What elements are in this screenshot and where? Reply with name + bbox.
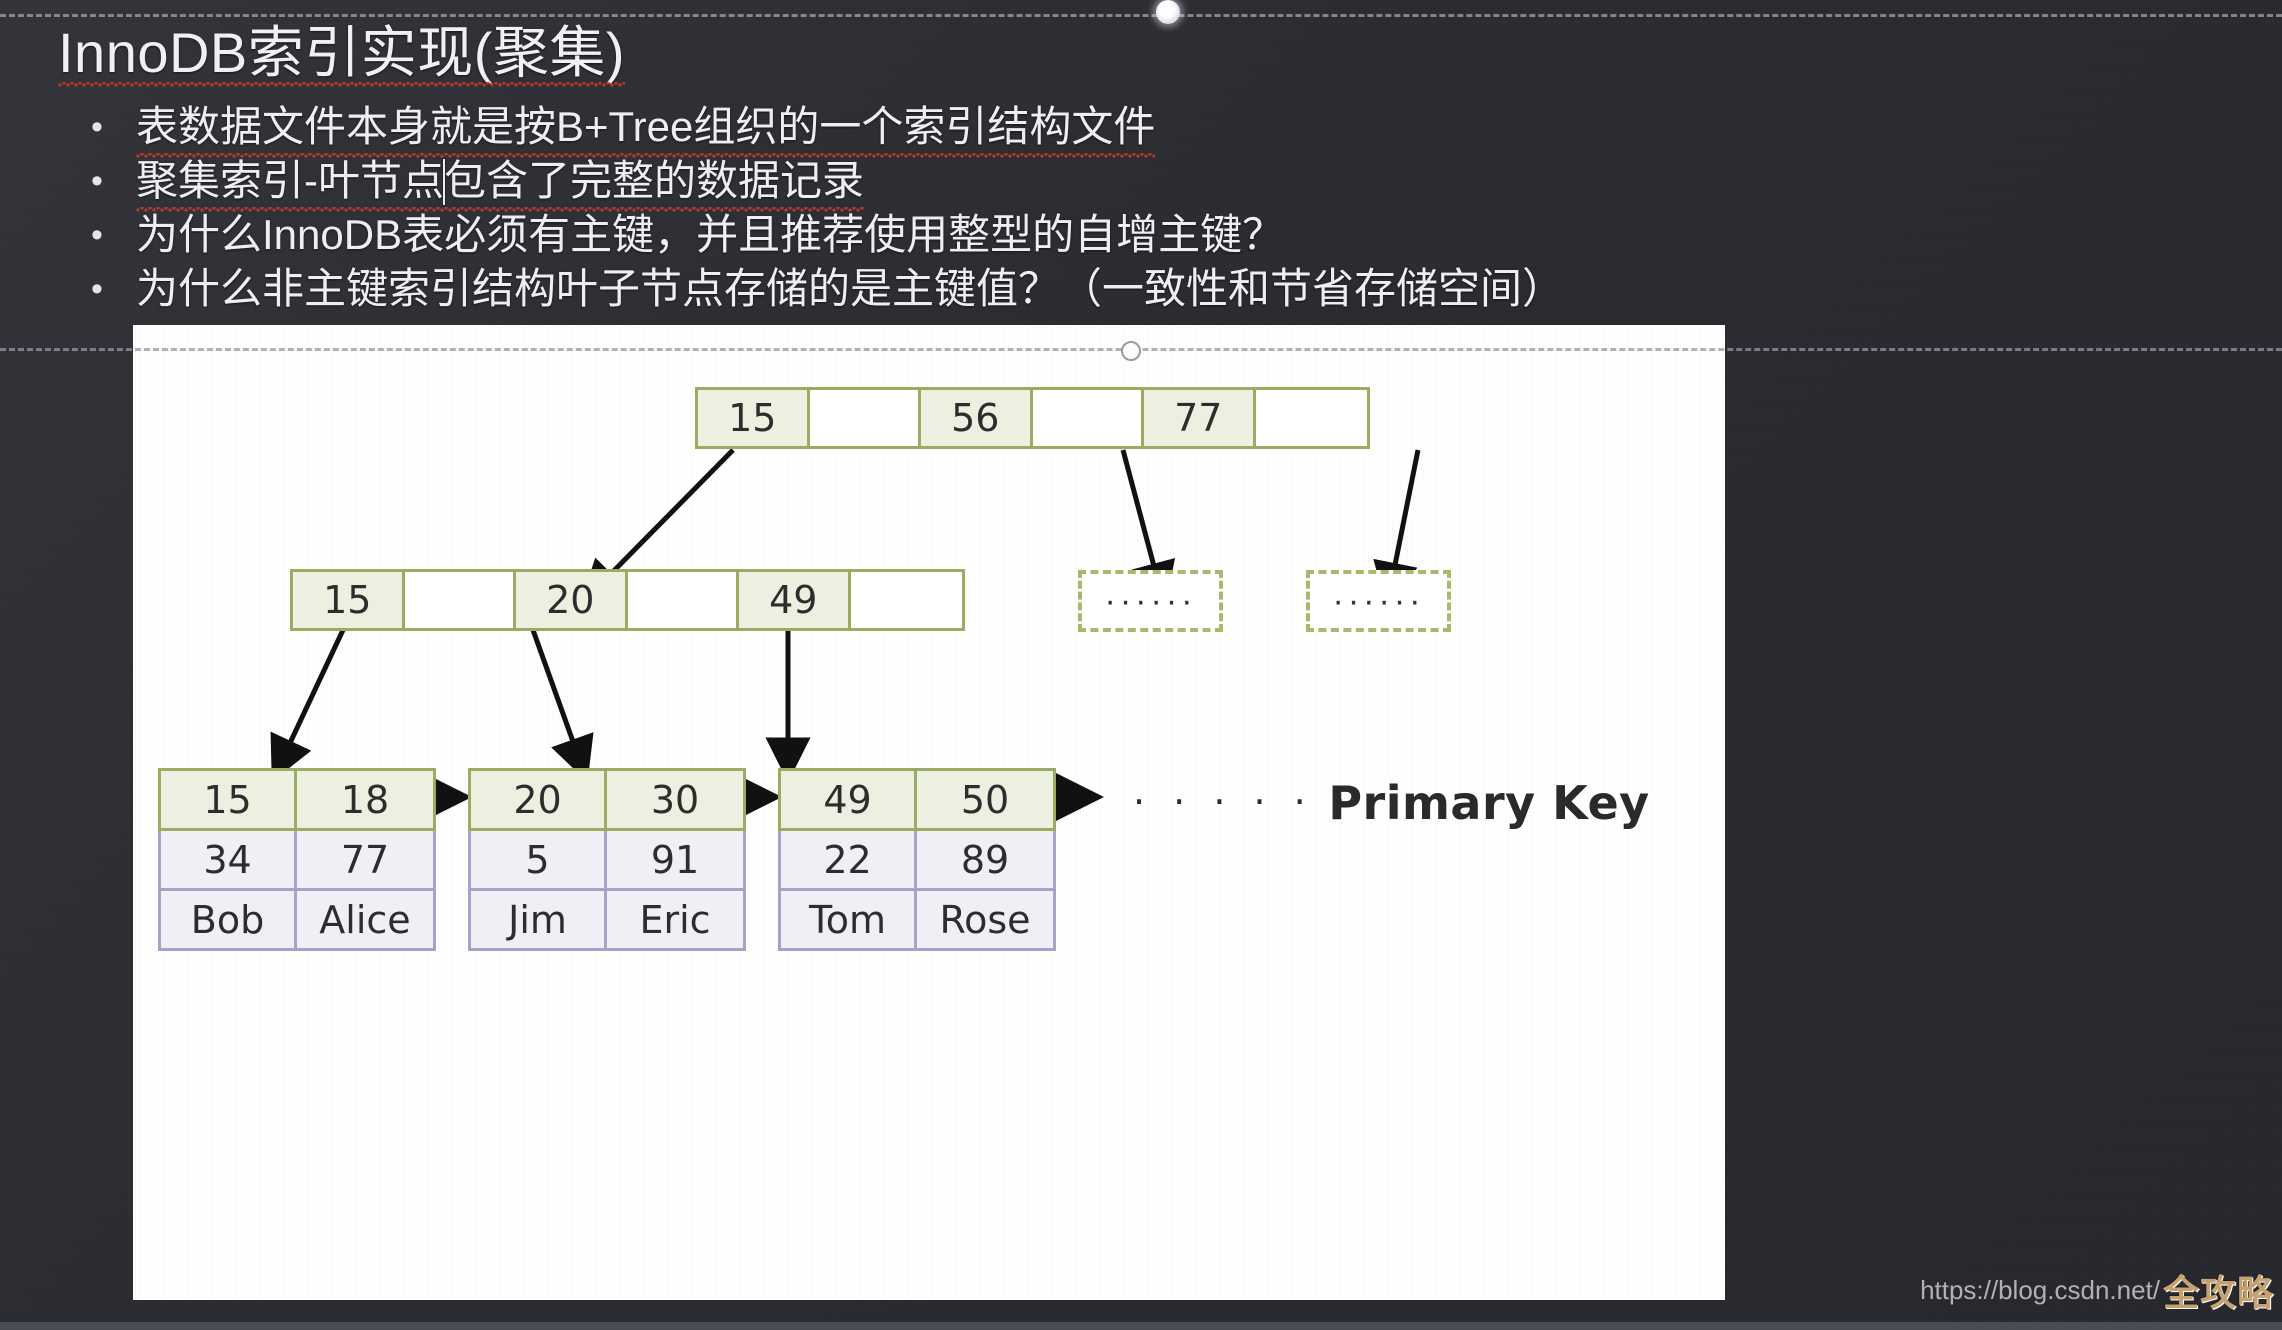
leaf-1-keys-2: 18 (297, 771, 433, 828)
bullet-text-1: 表数据文件本身就是按B+Tree组织的一个索引结构文件 (136, 100, 1156, 158)
watermark-url: https://blog.csdn.net/ (1920, 1275, 2160, 1305)
leaf-2-values-1: 5 (471, 831, 607, 888)
leaf-3-values-1: 22 (781, 831, 917, 888)
bullet-text-3: 为什么InnoDB表必须有主键，并且推荐使用整型的自增主键？ (136, 208, 1284, 262)
leaf-chain-ellipsis: · · · · · · (1133, 780, 1354, 824)
tree-edges (270, 448, 1421, 824)
bottom-bar (0, 1322, 2282, 1330)
bullet-text-3-span: 为什么InnoDB表必须有主键，并且推荐使用整型的自增主键？ (136, 211, 1285, 258)
selection-guide-middle (0, 348, 2282, 351)
page-title-text: InnoDB索引实现(聚集) (58, 21, 626, 87)
rotation-handle[interactable] (1156, 0, 1180, 24)
placeholder-node-2: ······ (1306, 570, 1451, 632)
placeholder-node-1: ······ (1078, 570, 1223, 632)
leaf-1-values-2: 77 (297, 831, 433, 888)
leaf-3-names-2: Rose (917, 891, 1053, 948)
leaf-1-names-2: Alice (297, 891, 433, 948)
resize-handle-middle[interactable] (1121, 341, 1141, 361)
bullet-marker-icon: • (91, 216, 103, 254)
bullet-text-4-span: 为什么非主键索引结构叶子节点存储的是主键值？（一致性和节省存储空间） (136, 265, 1565, 312)
leaf-2-keys-1: 20 (471, 771, 607, 828)
internal-node-cell-6 (850, 572, 962, 628)
root-node-cell-2 (809, 390, 921, 446)
leaf-3-values-2: 89 (917, 831, 1053, 888)
internal-node-cell-2 (404, 572, 516, 628)
bullet-marker-icon: • (91, 108, 103, 146)
primary-key-caption: Primary Key (1328, 776, 1650, 830)
leaf-2-names-1: Jim (471, 891, 607, 948)
leaf-3-keys-1: 49 (781, 771, 917, 828)
bullet-text-1-span: 表数据文件本身就是按B+Tree组织的一个索引结构文件 (136, 100, 1156, 158)
root-node-cell-3: 56 (921, 390, 1033, 446)
root-node-cell-5: 77 (1144, 390, 1256, 446)
page-title: InnoDB索引实现(聚集) (58, 21, 626, 87)
leaf-1-values-1: 34 (161, 831, 297, 888)
root-node-cell-6 (1255, 390, 1367, 446)
bullet-text-2-span: 聚集索引-叶节点包含了完整的数据记录 (136, 154, 865, 212)
internal-node-cell-1: 15 (293, 572, 405, 628)
leaf-1-keys-1: 15 (161, 771, 297, 828)
bullet-item-3: • 为什么InnoDB表必须有主键，并且推荐使用整型的自增主键？ (58, 208, 2268, 262)
watermark-logo: 全攻略 (2162, 1272, 2274, 1313)
root-node-cell-1: 15 (698, 390, 810, 446)
text-caret (443, 159, 445, 205)
leaf-2-names-2: Eric (607, 891, 743, 948)
internal-node: 15 20 49 (290, 569, 965, 631)
bullet-item-4: • 为什么非主键索引结构叶子节点存储的是主键值？（一致性和节省存储空间） (58, 262, 2268, 316)
bullet-marker-icon: • (91, 162, 103, 200)
leaf-3-keys-2: 50 (917, 771, 1053, 828)
leaf-2-values-2: 91 (607, 831, 743, 888)
bullet-marker-icon: • (91, 270, 103, 308)
root-node: 15 56 77 (695, 387, 1370, 449)
bullet-text-2: 聚集索引-叶节点包含了完整的数据记录 (136, 154, 865, 212)
bullet-item-1: • 表数据文件本身就是按B+Tree组织的一个索引结构文件 (58, 100, 2268, 158)
root-node-cell-4 (1032, 390, 1144, 446)
bullet-2-suffix: 包含了完整的数据记录 (444, 157, 865, 204)
leaf-3-names-1: Tom (781, 891, 917, 948)
bullet-text-4: 为什么非主键索引结构叶子节点存储的是主键值？（一致性和节省存储空间） (136, 262, 1564, 316)
internal-node-cell-3: 20 (516, 572, 628, 628)
bullet-item-2: • 聚集索引-叶节点包含了完整的数据记录 (58, 154, 2268, 212)
selection-guide-top (0, 14, 2282, 17)
bullet-2-prefix: 聚集索引-叶节点 (136, 157, 444, 204)
leaf-2-keys-2: 30 (607, 771, 743, 828)
internal-node-cell-5: 49 (739, 572, 851, 628)
internal-node-cell-4 (627, 572, 739, 628)
leaf-1-names-1: Bob (161, 891, 297, 948)
bullet-list: • 表数据文件本身就是按B+Tree组织的一个索引结构文件 • 聚集索引-叶节点… (58, 100, 2268, 316)
